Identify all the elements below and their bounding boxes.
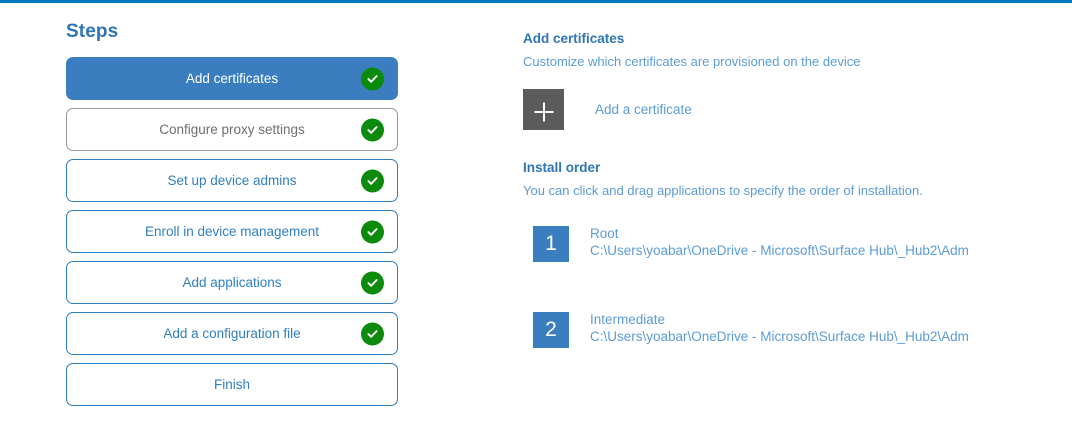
check-circle-icon [361,67,384,90]
step-label: Add applications [182,274,282,290]
install-order-item[interactable]: 2 Intermediate C:\Users\yoabar\OneDrive … [533,311,1072,348]
step-finish[interactable]: Finish [66,363,398,406]
step-label: Set up device admins [167,172,297,188]
plus-icon[interactable] [523,88,564,130]
add-a-certificate-label: Add a certificate [595,101,692,117]
add-certificates-heading: Add certificates [523,31,625,46]
order-item-path: C:\Users\yoabar\OneDrive - Microsoft\Sur… [590,329,969,345]
check-circle-icon [361,118,384,141]
install-order-subtitle: You can click and drag applications to s… [523,182,923,198]
order-item-name: Intermediate [590,311,666,327]
step-label: Configure proxy settings [159,121,305,137]
steps-title: Steps [66,21,119,42]
detail-panel: Add certificates Customize which certifi… [523,31,1072,398]
step-add-applications[interactable]: Add applications [66,261,398,304]
check-circle-icon [361,271,384,294]
step-label: Add a configuration file [163,325,301,341]
install-order-heading: Install order [523,159,601,175]
check-circle-icon [361,220,384,243]
step-add-certificates[interactable]: Add certificates [66,57,398,100]
step-add-a-configuration-file[interactable]: Add a configuration file [66,312,398,355]
step-label: Finish [213,376,250,392]
add-a-certificate-button[interactable]: Add a certificate [523,88,1072,130]
order-item-path: C:\Users\yoabar\OneDrive - Microsoft\Sur… [590,243,969,259]
order-item-name: Root [590,225,619,241]
install-order-section: Install order You can click and drag app… [523,160,1072,348]
install-order-list: 1 Root C:\Users\yoabar\OneDrive - Micros… [523,225,1072,348]
add-certificates-section: Add certificates Customize which certifi… [523,31,1072,130]
page-body: Steps Add certificates Configure proxy s… [0,3,1072,443]
order-number-badge: 1 [533,225,569,262]
steps-panel: Steps Add certificates Configure proxy s… [66,21,398,414]
check-circle-icon [361,169,384,192]
step-configure-proxy-settings[interactable]: Configure proxy settings [66,108,398,151]
add-certificates-subtitle: Customize which certificates are provisi… [523,54,861,70]
install-order-item[interactable]: 1 Root C:\Users\yoabar\OneDrive - Micros… [533,225,1072,262]
order-item-text: Root C:\Users\yoabar\OneDrive - Microsof… [590,226,969,260]
step-enroll-in-device-management[interactable]: Enroll in device management [66,210,398,253]
top-accent-rule [0,0,1072,3]
order-number-badge: 2 [533,311,569,348]
check-circle-icon [361,322,384,345]
order-item-text: Intermediate C:\Users\yoabar\OneDrive - … [590,312,969,346]
step-label: Add certificates [185,70,279,86]
step-label: Enroll in device management [144,223,320,239]
step-set-up-device-admins[interactable]: Set up device admins [66,159,398,202]
